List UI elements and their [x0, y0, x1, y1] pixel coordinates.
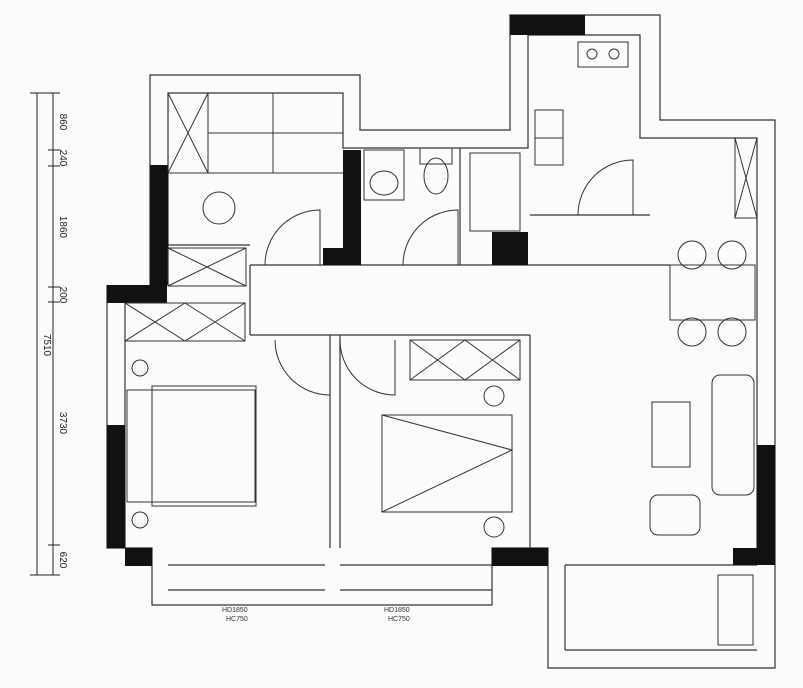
window-2-label-a: HD1850	[384, 607, 410, 614]
window-2-label-b: HC750	[388, 616, 410, 623]
furniture	[124, 41, 758, 646]
dim-seg-4: 200	[57, 287, 68, 304]
wall-solid-blocks	[107, 15, 775, 566]
window-1-label-a: HD1850	[222, 607, 248, 614]
dimension-lines	[30, 92, 60, 576]
dim-seg-5: 3730	[57, 412, 68, 435]
dim-total: 7510	[41, 334, 52, 357]
window-labels: HD1850 HC750 HD1850 HC750	[222, 607, 410, 623]
window-1-label-b: HC750	[226, 616, 248, 623]
dim-seg-6: 620	[57, 552, 68, 569]
dim-seg-2: 240	[57, 150, 68, 167]
dim-seg-1: 860	[57, 114, 68, 131]
dim-seg-3: 1860	[57, 216, 68, 239]
